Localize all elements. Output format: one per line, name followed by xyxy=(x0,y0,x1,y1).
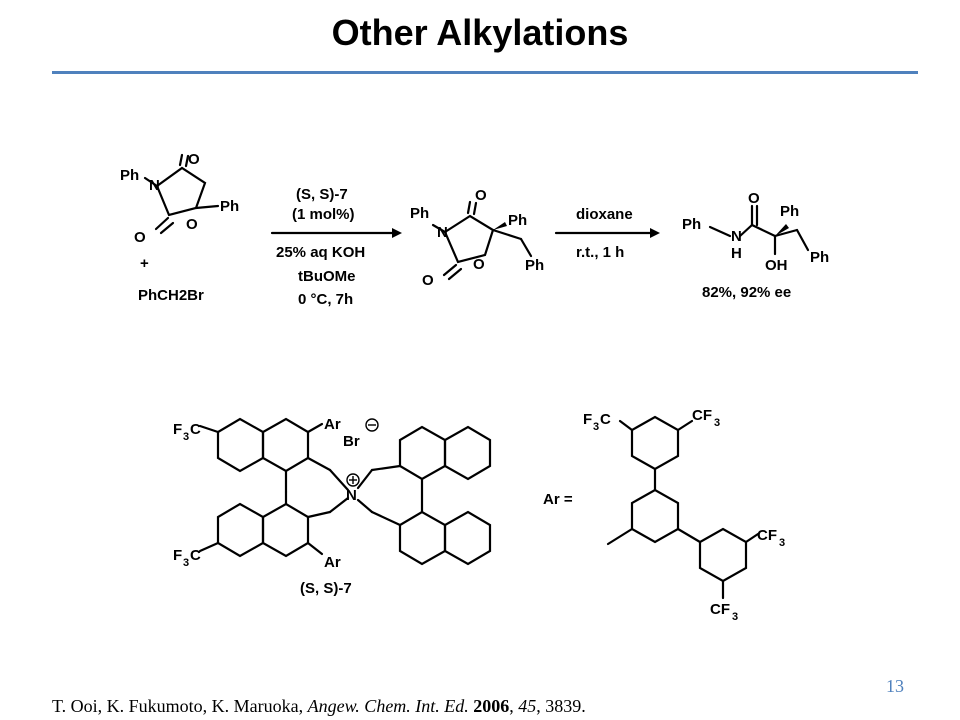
catalyst-label: (S, S)-7 xyxy=(300,580,352,597)
svg-text:3: 3 xyxy=(593,421,599,433)
svg-text:O: O xyxy=(475,187,487,204)
svg-text:3: 3 xyxy=(183,431,189,443)
svg-text:N: N xyxy=(346,487,357,504)
svg-text:3: 3 xyxy=(779,537,785,549)
catalyst-condition: (S, S)-7 xyxy=(296,186,348,203)
reaction-arrow-2 xyxy=(554,228,660,238)
svg-text:O: O xyxy=(422,272,434,289)
svg-text:H: H xyxy=(731,245,742,262)
svg-text:O: O xyxy=(473,256,485,273)
base-condition: 25% aq KOH xyxy=(276,244,365,261)
svg-text:Ph: Ph xyxy=(682,216,701,233)
svg-text:Br: Br xyxy=(343,433,360,450)
svg-text:CF: CF xyxy=(757,527,777,544)
svg-text:Ph: Ph xyxy=(525,257,544,274)
svg-text:3: 3 xyxy=(732,611,738,623)
step2-conditions: r.t., 1 h xyxy=(576,244,624,261)
svg-text:C: C xyxy=(190,421,201,438)
citation-pages: 3839. xyxy=(545,696,586,716)
alkylated-product-structure xyxy=(431,200,533,281)
svg-text:Ph: Ph xyxy=(508,212,527,229)
svg-text:O: O xyxy=(186,216,198,233)
svg-text:Ar: Ar xyxy=(324,554,341,571)
reagent-label: PhCH2Br xyxy=(138,287,204,304)
page-number: 13 xyxy=(886,676,904,696)
reaction-scheme: Ph N O Ph O O Ph N O Ph O O Ph Ph N H O … xyxy=(120,151,829,623)
svg-text:F: F xyxy=(173,421,182,438)
svg-text:OH: OH xyxy=(765,257,788,274)
reaction-arrow-1 xyxy=(270,228,402,238)
svg-text:3: 3 xyxy=(183,557,189,569)
svg-text:CF: CF xyxy=(710,601,730,618)
svg-text:O: O xyxy=(134,229,146,246)
svg-text:F: F xyxy=(173,547,182,564)
final-product-structure xyxy=(708,204,810,256)
svg-text:N: N xyxy=(149,177,160,194)
svg-text:Ph: Ph xyxy=(410,205,429,222)
svg-text:C: C xyxy=(600,411,611,428)
atom-labels: Ph N O Ph O O Ph N O Ph O O Ph Ph N H O … xyxy=(120,151,829,623)
yield-label: 82%, 92% ee xyxy=(702,284,791,301)
slide-title: Other Alkylations xyxy=(331,12,629,53)
svg-text:3: 3 xyxy=(714,417,720,429)
citation-journal: Angew. Chem. Int. Ed. xyxy=(307,696,469,716)
svg-text:O: O xyxy=(188,151,200,168)
starting-material-structure xyxy=(143,153,220,235)
svg-text:Ph: Ph xyxy=(220,198,239,215)
citation-year: 2006 xyxy=(473,696,510,716)
svg-text:Ph: Ph xyxy=(780,203,799,220)
step2-solvent: dioxane xyxy=(576,206,633,223)
svg-text:Ph: Ph xyxy=(810,249,829,266)
citation-volume: 45 xyxy=(518,696,537,716)
citation: T. Ooi, K. Fukumoto, K. Maruoka, Angew. … xyxy=(52,696,586,716)
svg-text:F: F xyxy=(583,411,592,428)
svg-text:Ar: Ar xyxy=(324,416,341,433)
svg-text:O: O xyxy=(748,190,760,207)
citation-authors: T. Ooi, K. Fukumoto, K. Maruoka, xyxy=(52,696,304,716)
svg-text:N: N xyxy=(731,228,742,245)
catalyst-loading: (1 mol%) xyxy=(292,206,355,223)
svg-text:N: N xyxy=(437,224,448,241)
svg-text:Ph: Ph xyxy=(120,167,139,184)
temperature-time-condition: 0 °C, 7h xyxy=(298,291,353,308)
title-divider xyxy=(52,71,918,74)
svg-text:C: C xyxy=(190,547,201,564)
aryl-definition-label: Ar = xyxy=(543,491,573,508)
solvent-condition: tBuOMe xyxy=(298,268,356,285)
plus-sign: + xyxy=(140,255,149,272)
aryl-group-structure xyxy=(606,415,760,600)
svg-text:CF: CF xyxy=(692,407,712,424)
catalyst-structure xyxy=(198,417,492,566)
